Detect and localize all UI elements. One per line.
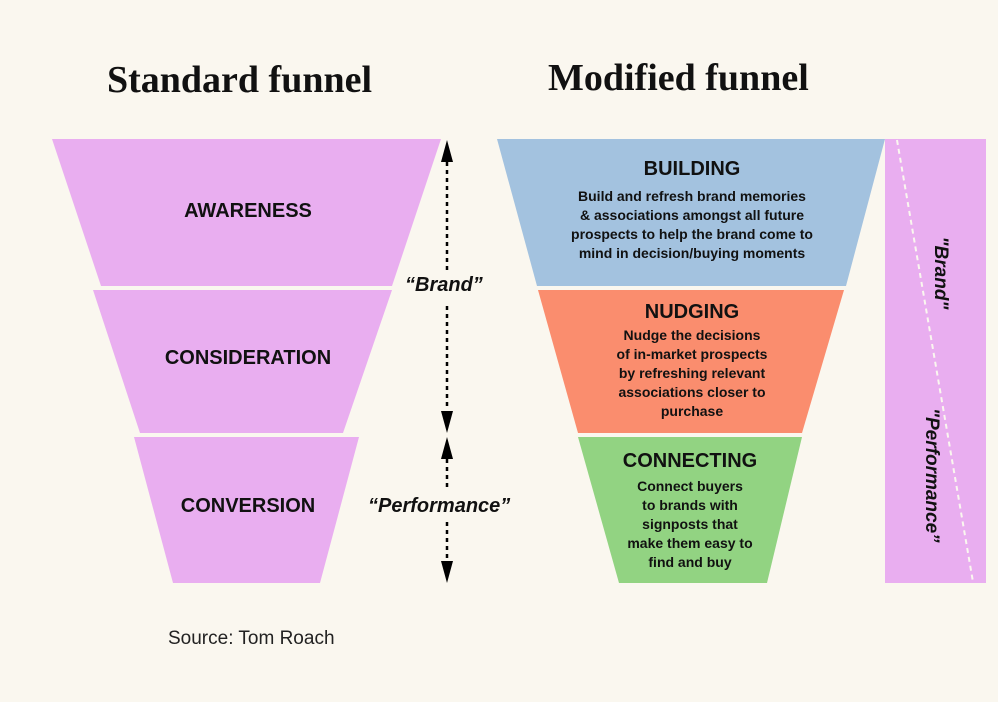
nudging-desc-1: Nudge the decisions <box>623 327 761 343</box>
building-desc-2: & associations amongst all future <box>579 207 805 223</box>
building-block: BUILDING Build and refresh brand memorie… <box>530 158 854 263</box>
connecting-segment <box>578 437 802 583</box>
building-desc-3: prospects to help the brand come to <box>571 226 813 242</box>
consideration-segment <box>93 290 392 433</box>
connecting-desc-1: Connect buyers <box>637 478 743 494</box>
nudging-block: NUDGING Nudge the decisions of in-market… <box>560 301 824 421</box>
performance-arrow <box>441 437 453 583</box>
brand-performance-bar <box>885 139 986 583</box>
modified-funnel-title: Modified funnel <box>548 57 809 99</box>
nudging-desc-2: of in-market prospects <box>616 346 768 362</box>
building-desc-4: mind in decision/buying moments <box>578 245 806 261</box>
connecting-block: CONNECTING Connect buyers to brands with… <box>590 450 790 572</box>
stage-label-consideration: CONSIDERATION <box>164 347 332 369</box>
connecting-desc-2: to brands with <box>642 497 738 513</box>
stage-label-awareness: AWARENESS <box>184 200 312 222</box>
nudging-segment <box>538 290 844 433</box>
building-title: BUILDING <box>643 158 741 180</box>
connecting-desc-4: make them easy to <box>627 535 753 551</box>
nudging-desc-4: associations closer to <box>618 384 766 400</box>
source-credit: Source: Tom Roach <box>168 628 335 649</box>
brand-arrow <box>441 140 453 433</box>
nudging-desc-5: purchase <box>660 403 724 419</box>
connecting-desc-5: find and buy <box>648 554 732 570</box>
standard-funnel-title: Standard funnel <box>107 59 373 101</box>
performance-label: “Performance” <box>368 495 511 517</box>
stage-label-conversion: CONVERSION <box>180 495 316 517</box>
awareness-segment <box>52 139 441 286</box>
connecting-title: CONNECTING <box>622 450 758 472</box>
nudging-desc-3: by refreshing relevant <box>618 365 766 381</box>
brand-label: “Brand” <box>405 274 483 296</box>
brand-performance-divider <box>896 139 974 583</box>
building-desc-1: Build and refresh brand memories <box>578 188 806 204</box>
side-performance-label: "Performance” <box>921 408 942 543</box>
side-brand-label: "Brand" <box>930 236 951 310</box>
conversion-segment <box>134 437 359 583</box>
connecting-desc-3: signposts that <box>642 516 738 532</box>
nudging-title: NUDGING <box>644 301 740 323</box>
building-segment <box>497 139 885 286</box>
